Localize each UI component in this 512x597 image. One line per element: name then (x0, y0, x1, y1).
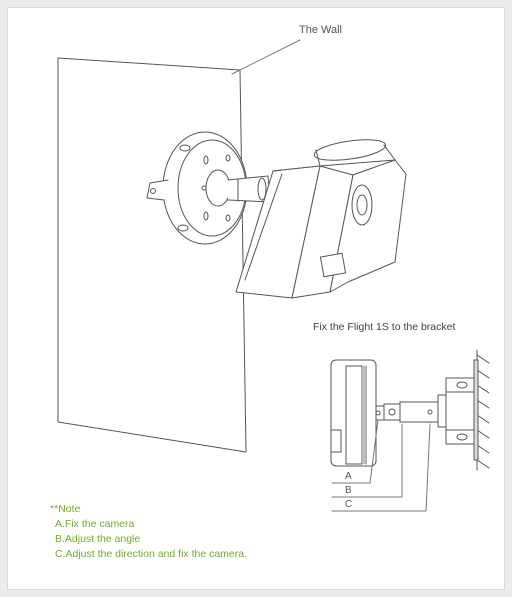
note-item-a: A.Fix the camera (55, 518, 135, 530)
note-title: **Note (50, 503, 81, 515)
part-a-label: A (345, 471, 352, 482)
bracket-base (146, 131, 271, 245)
diagram-frame (7, 7, 505, 590)
wall-panel (57, 57, 247, 453)
part-b-label: B (345, 485, 352, 496)
note-item-b: B.Adjust the angle (55, 533, 141, 545)
note-item-c: C.Adjust the direction and fix the camer… (55, 548, 248, 560)
side-view-detail (330, 349, 490, 512)
bracket-caption: Fix the Flight 1S to the bracket (313, 321, 456, 333)
wall-label: The Wall (299, 24, 342, 36)
part-c-label: C (345, 499, 353, 510)
wall-leader-line (231, 39, 301, 75)
camera-body (235, 139, 407, 299)
